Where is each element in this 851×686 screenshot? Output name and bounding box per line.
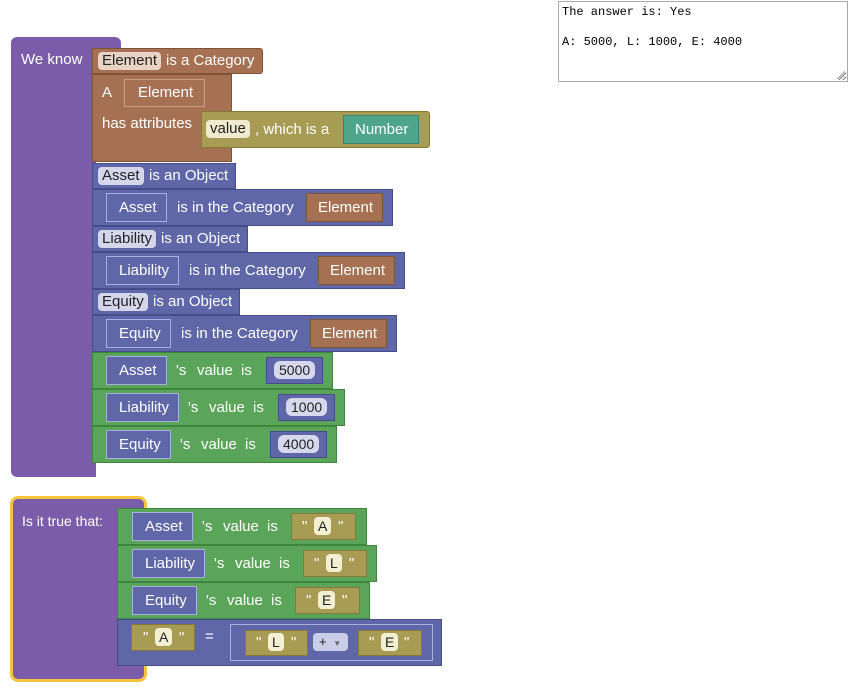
category-ref-field[interactable] (124, 79, 205, 107)
category-ref-label: Element (318, 199, 374, 216)
value-label: value (227, 592, 263, 609)
chevron-down-icon: ▼ (333, 639, 342, 648)
possessive-label: 's (176, 362, 187, 379)
variable-field[interactable]: L (268, 633, 284, 651)
object-ref-label: Asset (119, 362, 157, 379)
we-know-label: We know (21, 51, 83, 68)
close-quote: " (404, 634, 410, 651)
category-name-chip[interactable]: Element (98, 52, 162, 70)
open-quote: " (143, 629, 149, 646)
operator-dropdown[interactable]: + ▼ (313, 633, 348, 651)
object-ref-block[interactable] (106, 193, 167, 222)
is-an-object-label: is an Object (161, 230, 241, 247)
possessive-label: 's (214, 555, 225, 572)
object-ref-block[interactable] (132, 549, 205, 578)
open-quote: " (314, 555, 320, 572)
is-label: is (267, 518, 278, 535)
operator-label: + (319, 634, 327, 649)
possessive-label: 's (188, 399, 199, 416)
open-quote: " (369, 634, 375, 651)
category-ref-label: Element (330, 262, 386, 279)
in-category-label: is in the Category (177, 199, 294, 216)
query-label: Is it true that: (22, 513, 103, 529)
object-ref-block[interactable] (132, 512, 193, 541)
close-quote: " (342, 592, 348, 609)
category-ref-label: Element (322, 325, 378, 342)
object-ref-block[interactable] (106, 256, 179, 285)
equals-label: = (205, 628, 214, 645)
object-ref-block[interactable] (106, 430, 171, 459)
value-label: value (201, 436, 237, 453)
object-ref-label: Liability (119, 399, 170, 416)
open-quote: " (256, 634, 262, 651)
is-a-category-label: is a Category (166, 52, 255, 69)
number-field[interactable]: 5000 (274, 361, 316, 379)
is-label: is (279, 555, 290, 572)
close-quote: " (291, 634, 297, 651)
object-ref-block[interactable] (106, 319, 171, 348)
object-name-chip[interactable]: Liability (98, 230, 157, 248)
variable-field[interactable]: E (318, 591, 336, 609)
attribute-name-chip[interactable]: value (206, 120, 250, 138)
answer-line: The answer is: Yes (562, 5, 692, 19)
in-category-label: is in the Category (181, 325, 298, 342)
open-quote: " (302, 518, 308, 535)
object-ref-label: Liability (119, 262, 170, 279)
is-an-object-label: is an Object (153, 293, 233, 310)
possessive-label: 's (202, 518, 213, 535)
is-label: is (241, 362, 252, 379)
object-ref-block[interactable] (132, 586, 197, 615)
a-label: A (102, 84, 113, 101)
open-quote: " (306, 592, 312, 609)
resize-grip-icon[interactable] (836, 70, 845, 79)
values-line: A: 5000, L: 1000, E: 4000 (562, 35, 743, 49)
object-ref-block[interactable] (106, 356, 167, 385)
we-know-block-cap (91, 37, 121, 49)
value-label: value (209, 399, 245, 416)
is-an-object-label: is an Object (149, 167, 229, 184)
possessive-label: 's (180, 436, 191, 453)
answer-output[interactable]: The answer is: Yes A: 5000, L: 1000, E: … (558, 1, 848, 82)
in-category-label: is in the Category (189, 262, 306, 279)
object-ref-label: Asset (119, 199, 157, 216)
object-ref-label: Asset (145, 518, 183, 535)
value-label: value (197, 362, 233, 379)
object-ref-label: Equity (119, 436, 161, 453)
close-quote: " (349, 555, 355, 572)
has-attributes-label: has attributes (102, 115, 193, 132)
value-label: value (223, 518, 259, 535)
category-ref-block[interactable] (306, 193, 383, 222)
type-label: Number (355, 121, 409, 138)
variable-field[interactable]: L (326, 554, 342, 572)
is-label: is (253, 399, 264, 416)
is-label: is (271, 592, 282, 609)
object-name-chip[interactable]: Equity (98, 293, 148, 311)
variable-field[interactable]: A (314, 517, 332, 535)
possessive-label: 's (206, 592, 217, 609)
object-ref-label: Liability (145, 555, 196, 572)
is-label: is (245, 436, 256, 453)
number-field[interactable]: 4000 (278, 435, 320, 453)
close-quote: " (338, 518, 344, 535)
object-ref-label: Equity (145, 592, 187, 609)
category-ref-block[interactable] (310, 319, 387, 348)
number-field[interactable]: 1000 (286, 398, 328, 416)
value-label: value (235, 555, 271, 572)
category-ref-block[interactable] (318, 256, 395, 285)
variable-field[interactable]: E (381, 633, 399, 651)
close-quote: " (179, 629, 185, 646)
we-know-block[interactable] (11, 37, 96, 477)
object-ref-label: Equity (119, 325, 161, 342)
variable-field[interactable]: A (155, 628, 173, 646)
object-ref-block[interactable] (106, 393, 179, 422)
which-is-a-label: , which is a (255, 121, 330, 138)
type-block[interactable] (343, 115, 419, 144)
object-name-chip[interactable]: Asset (98, 167, 144, 185)
category-ref-label: Element (138, 84, 194, 101)
